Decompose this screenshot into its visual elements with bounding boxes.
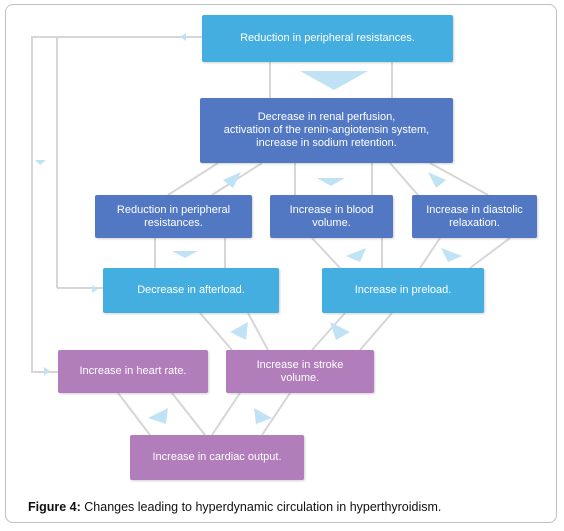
node-increase-diastolic-relaxation: Increase in diastolic relaxation. (412, 195, 537, 238)
node-decrease-afterload: Decrease in afterload. (103, 268, 279, 313)
caption-label: Figure 4: (28, 500, 81, 514)
arrow-down-small (35, 160, 46, 165)
node-increase-preload: Increase in preload. (322, 268, 484, 313)
node-reduction-peripheral-resistances-mid: Reduction in peripheral resistances. (95, 195, 252, 238)
arrow-left-small (180, 33, 186, 41)
node-increase-blood-volume: Increase in blood volume. (270, 195, 393, 238)
arrow-down-large (300, 71, 368, 90)
node-reduction-peripheral-resistances-top: Reduction in peripheral resistances. (202, 15, 453, 62)
node-increase-stroke-volume: Increase in stroke volume. (226, 350, 374, 393)
node-increase-cardiac-output: Increase in cardiac output. (130, 435, 304, 480)
figure-caption: Figure 4: Changes leading to hyperdynami… (28, 500, 441, 514)
node-increase-heart-rate: Increase in heart rate. (58, 350, 208, 393)
arrow-right-small (92, 285, 98, 293)
caption-text: Changes leading to hyperdynamic circulat… (80, 500, 442, 514)
arrow-right-small (44, 367, 50, 376)
node-renal-perfusion: Decrease in renal perfusion, activation … (200, 98, 453, 163)
